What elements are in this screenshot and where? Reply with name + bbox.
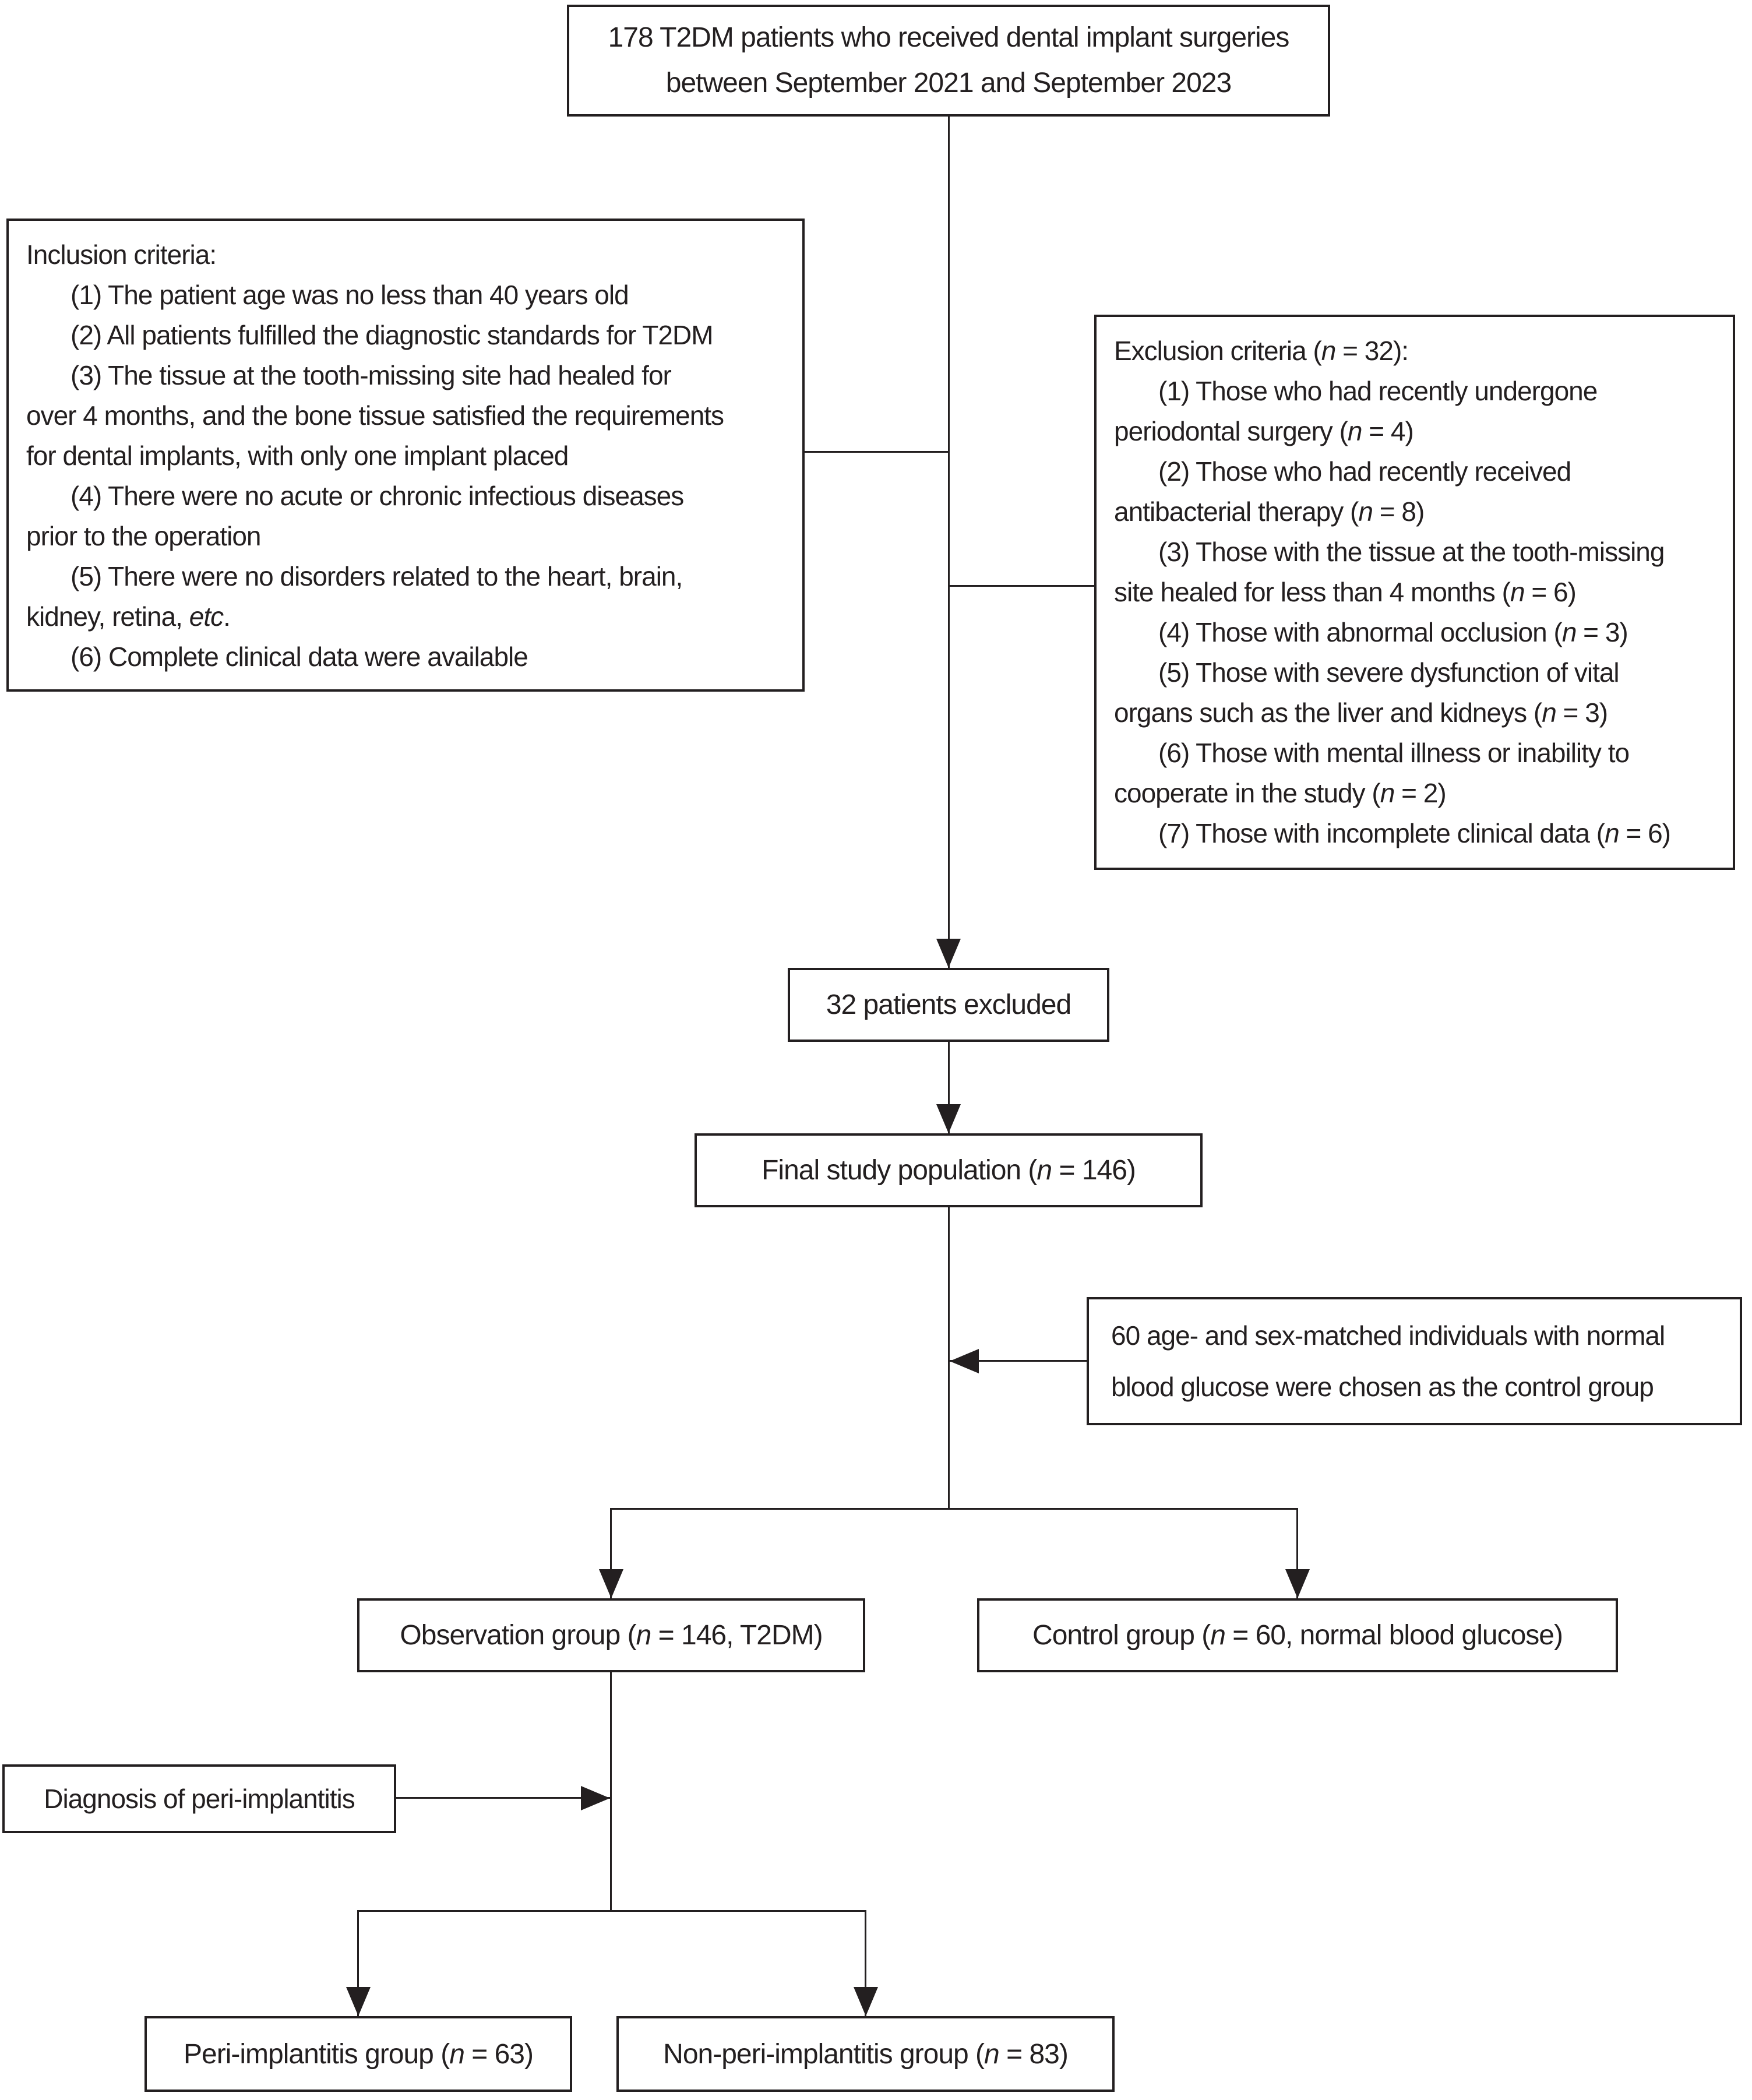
text-line: (3) The tissue at the tooth-missing site… [70,360,672,390]
text-line: cooperate in the study (n = 2) [1114,778,1447,808]
text-line: (5) There were no disorders related to t… [70,561,683,591]
control-selection-box: 60 age- and sex-matched individuals with… [1087,1297,1742,1425]
text-line: 178 T2DM patients who received dental im… [608,22,1290,53]
arrowhead-left-control-selection [950,1349,979,1373]
arrowhead-right-diagnosis [581,1786,610,1810]
text-line: for dental implants, with only one impla… [26,441,569,471]
inclusion-criteria-box: Inclusion criteria: (1) The patient age … [6,219,805,692]
connector-control-selection [950,1360,1087,1362]
connector-final-to-split [948,1207,950,1510]
start-box-text: 178 T2DM patients who received dental im… [608,15,1290,106]
text-line: organs such as the liver and kidneys (n … [1114,697,1608,728]
connector-diagnosis [396,1797,612,1799]
text-line: (3) Those with the tissue at the tooth-m… [1158,537,1665,567]
text-line: (4) Those with abnormal occlusion (n = 3… [1158,617,1628,647]
text-line: antibacterial therapy (n = 8) [1114,496,1425,527]
non-peri-implantitis-group-box: Non-peri-implantitis group (n = 83) [616,2016,1115,2092]
stub-peri [357,1911,359,2016]
connector-inclusion [805,451,948,453]
text-line: (4) There were no acute or chronic infec… [70,481,684,511]
peri-implantitis-group-box: Peri-implantitis group (n = 63) [144,2016,572,2092]
connector-top-to-excluded [948,117,950,968]
text-line: Exclusion criteria (n = 32): [1114,336,1409,366]
text-line: blood glucose were chosen as the control… [1111,1372,1654,1402]
connector-observation-to-split [610,1672,612,1912]
split-line-groups [610,1508,1298,1510]
arrowhead-down-nonperi [854,1987,878,2016]
text-line: between September 2021 and September 202… [665,68,1232,98]
diagnosis-label: Diagnosis of peri-implantitis [44,1784,355,1814]
text-line: prior to the operation [26,521,262,551]
arrowhead-down-excluded [936,939,961,968]
connector-excluded-to-final [948,1042,950,1133]
text-line: (1) Those who had recently undergone [1158,376,1598,406]
arrowhead-down-control [1285,1569,1310,1598]
control-group-box: Control group (n = 60, normal blood gluc… [977,1598,1618,1672]
split-line-peri [357,1910,866,1912]
final-population-label: Final study population (n = 146) [762,1155,1136,1186]
peri-implantitis-group-label: Peri-implantitis group (n = 63) [184,2038,534,2070]
connector-exclusion [950,585,1094,587]
text-line: (7) Those with incomplete clinical data … [1158,818,1671,848]
text-line: (2) Those who had recently received [1158,456,1571,487]
observation-group-label: Observation group (n = 146, T2DM) [400,1620,823,1651]
text-line: periodontal surgery (n = 4) [1114,416,1414,446]
stub-control [1296,1508,1298,1598]
text-line: over 4 months, and the bone tissue satis… [26,400,724,431]
diagnosis-box: Diagnosis of peri-implantitis [2,1764,396,1833]
arrowhead-down-observation [599,1569,623,1598]
text-line: site healed for less than 4 months (n = … [1114,577,1577,607]
text-line: (1) The patient age was no less than 40 … [70,280,629,310]
observation-group-box: Observation group (n = 146, T2DM) [357,1598,865,1672]
text-line: (6) Complete clinical data were availabl… [70,642,528,672]
text-line: (5) Those with severe dysfunction of vit… [1158,657,1620,688]
text-line: Inclusion criteria: [26,239,217,270]
stub-observation [610,1508,612,1598]
text-line: (6) Those with mental illness or inabili… [1158,738,1630,768]
arrowhead-down-peri [346,1987,371,2016]
patients-excluded-label: 32 patients excluded [826,989,1071,1020]
arrowhead-down-final [936,1104,961,1133]
stub-nonperi [865,1911,866,2016]
patients-excluded-box: 32 patients excluded [788,968,1109,1042]
text-line: 60 age- and sex-matched individuals with… [1111,1320,1665,1351]
text-line: kidney, retina, etc. [26,601,231,632]
control-group-label: Control group (n = 60, normal blood gluc… [1032,1620,1563,1651]
exclusion-criteria-box: Exclusion criteria (n = 32): (1) Those w… [1094,315,1735,870]
text-line: (2) All patients fulfilled the diagnosti… [70,320,714,350]
final-population-box: Final study population (n = 146) [695,1133,1203,1207]
start-box: 178 T2DM patients who received dental im… [567,5,1330,117]
non-peri-implantitis-group-label: Non-peri-implantitis group (n = 83) [663,2038,1069,2070]
